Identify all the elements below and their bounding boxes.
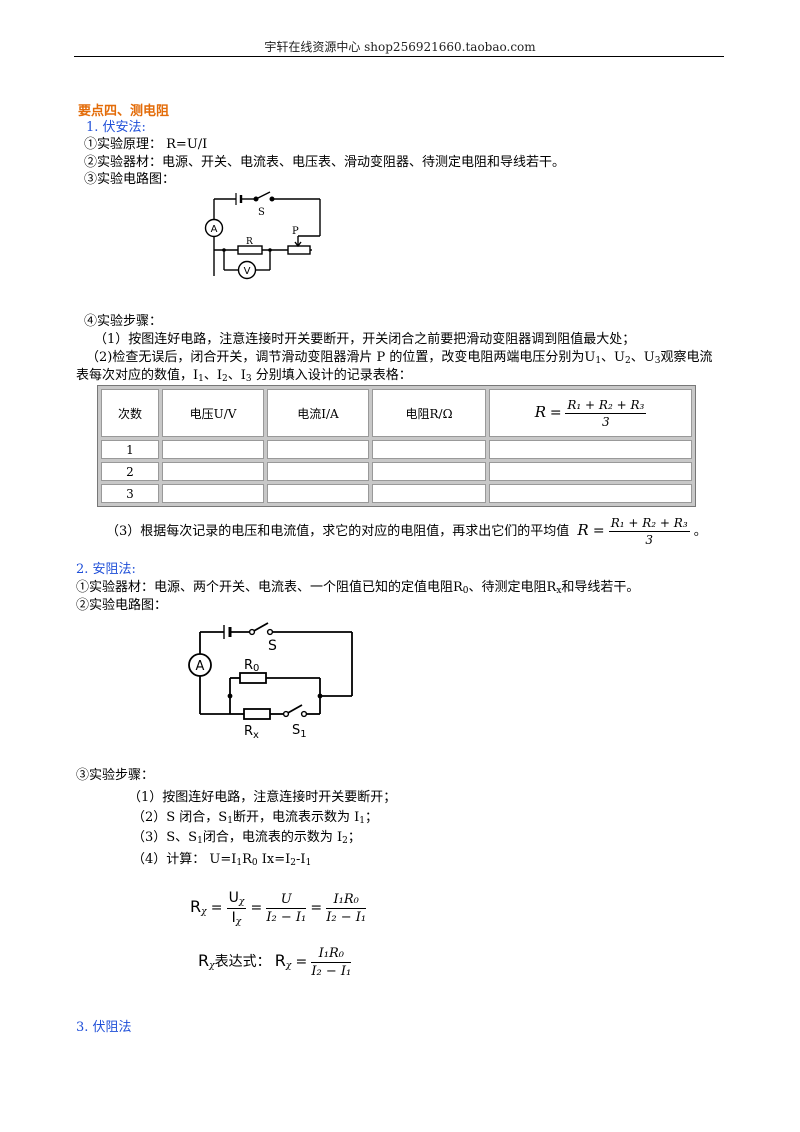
circuit-diagram-ammeter-resistor: A S R0 Rx S1 xyxy=(188,622,353,741)
table-cell-index: 3 xyxy=(101,484,159,503)
circuit-diagram-voltammeter: A V S R P xyxy=(204,191,321,280)
method3-title: 3. 伏阻法 xyxy=(76,1020,132,1035)
table-cell xyxy=(267,440,369,459)
method1-equipment: ②实验器材：电源、开关、电流表、电压表、滑动变阻器、待测定电阻和导线若干。 xyxy=(84,155,566,170)
voltmeter-label: V xyxy=(244,266,251,277)
rx-label: Rx xyxy=(244,724,259,741)
table-cell xyxy=(162,462,264,481)
resistor-label: R xyxy=(246,237,253,247)
method2-diagram-label: ②实验电路图： xyxy=(76,598,168,613)
table-cell xyxy=(489,440,692,459)
method1-step1: （1）按图连好电路，注意连接时开关要断开，开关闭合之前要把滑动变阻器调到阻值最大… xyxy=(94,332,636,347)
method1-step2-line2: 表每次对应的数值，I1、I2、I3 分别填入设计的记录表格： xyxy=(76,368,412,384)
table-cell xyxy=(162,440,264,459)
ammeter-label: A xyxy=(196,659,205,674)
header-rule xyxy=(74,56,724,57)
rheostat-label: P xyxy=(292,226,299,237)
method1-title: 1. 伏安法: xyxy=(86,120,146,135)
method2-equipment: ①实验器材：电源、两个开关、电流表、一个阻值已知的定值电阻R0、待测定电阻Rx和… xyxy=(76,580,640,596)
table-row: 3 xyxy=(101,484,692,503)
method1-steps-label: ④实验步骤： xyxy=(84,314,163,329)
table-header-cell: 电阻R/Ω xyxy=(372,389,486,437)
table-row: 1 xyxy=(101,440,692,459)
method2-steps-label: ③实验步骤： xyxy=(76,768,155,783)
table-header-cell: 电压U/V xyxy=(162,389,264,437)
page-header: 宇轩在线资源中心 shop256921660.taobao.com xyxy=(264,40,536,54)
method2-step2: （2）S 闭合，S1断开，电流表示数为 I1； xyxy=(132,810,378,826)
table-cell xyxy=(267,462,369,481)
table-cell-index: 2 xyxy=(101,462,159,481)
table-cell xyxy=(489,462,692,481)
method2-step3: （3）S、S1闭合，电流表的示数为 I2； xyxy=(132,830,361,846)
table-row: 2 xyxy=(101,462,692,481)
switch-s1-label: S1 xyxy=(292,723,307,740)
table-cell xyxy=(372,462,486,481)
method2-step1: （1）按图连好电路，注意连接时开关要断开； xyxy=(128,790,397,805)
method1-step3: （3）根据每次记录的电压和电流值，求它的对应的电阻值，再求出它们的平均值 R =… xyxy=(106,516,707,547)
table-header-cell: 次数 xyxy=(101,389,159,437)
switch-s-label: S xyxy=(268,638,277,654)
method1-diagram-label: ③实验电路图： xyxy=(84,172,176,187)
table-cell xyxy=(162,484,264,503)
table-cell xyxy=(489,484,692,503)
ammeter-label: A xyxy=(211,224,218,235)
method1-step2-line1: （2)检查无误后，闭合开关，调节滑动变阻器滑片 P 的位置，改变电阻两端电压分别… xyxy=(86,350,713,366)
method1-principle: ①实验原理： R=U/I xyxy=(84,137,208,152)
method2-step4: （4）计算： U=I1R0 Ix=I2-I1 xyxy=(132,852,312,868)
switch-label: S xyxy=(258,207,265,218)
r0-label: R0 xyxy=(244,658,259,674)
table-header-cell: 电流I/A xyxy=(267,389,369,437)
table-cell xyxy=(372,484,486,503)
method2-title: 2. 安阻法: xyxy=(76,562,136,577)
table-cell-index: 1 xyxy=(101,440,159,459)
table-cell xyxy=(372,440,486,459)
table-cell xyxy=(267,484,369,503)
section-title: 要点四、测电阻 xyxy=(78,104,170,119)
